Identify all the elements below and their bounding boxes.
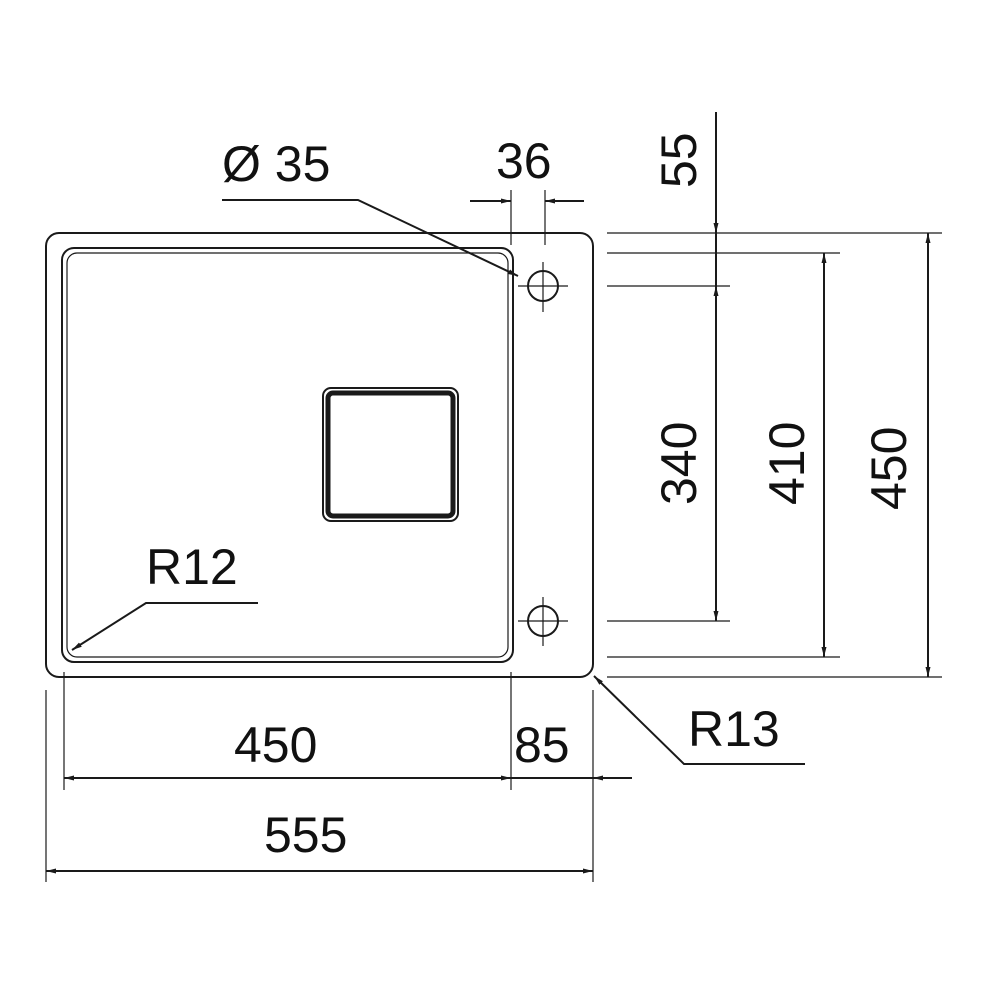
overall-depth-label: 450 xyxy=(861,427,917,510)
bowl-depth-dimension: 410 xyxy=(759,253,827,657)
hole-spacing-vertical-label: 340 xyxy=(651,422,707,505)
overall-depth-dimension: 450 xyxy=(861,233,931,677)
overall-width-dimension: 555 xyxy=(46,807,593,874)
bowl-outer-edge xyxy=(61,247,514,663)
bowl-width-dimension: 450 xyxy=(64,717,511,781)
bowl-depth-label: 410 xyxy=(759,422,815,505)
right-extension-lines xyxy=(607,232,942,678)
bowl-inner-edge xyxy=(66,252,509,658)
outer-radius-callout: R13 xyxy=(593,675,805,765)
hole-offset-dimension: 36 xyxy=(470,133,584,245)
outer-radius-label: R13 xyxy=(688,701,780,757)
hole-offset-label: 36 xyxy=(496,133,552,189)
drain-outer xyxy=(322,387,459,522)
tap-hole-top xyxy=(518,262,568,312)
hole-spacing-vertical-dimension: 340 xyxy=(651,233,719,621)
hole-diameter-label: Ø 35 xyxy=(222,136,330,192)
bottom-extension-lines xyxy=(45,672,594,882)
sink-outer-edge xyxy=(45,232,594,678)
sink-outline xyxy=(45,232,594,678)
drainer-width-dimension: 85 xyxy=(511,717,632,781)
drain-inner xyxy=(325,390,456,519)
inner-radius-callout: R12 xyxy=(71,539,258,651)
drainer-width-label: 85 xyxy=(514,717,570,773)
tap-hole-bottom xyxy=(518,597,568,646)
top-offset-label: 55 xyxy=(651,132,707,188)
overall-width-label: 555 xyxy=(264,807,347,863)
bowl-width-label: 450 xyxy=(234,717,317,773)
inner-radius-label: R12 xyxy=(146,539,238,595)
hole-diameter-callout: Ø 35 xyxy=(222,136,519,277)
top-offset-dimension: 55 xyxy=(651,112,719,233)
